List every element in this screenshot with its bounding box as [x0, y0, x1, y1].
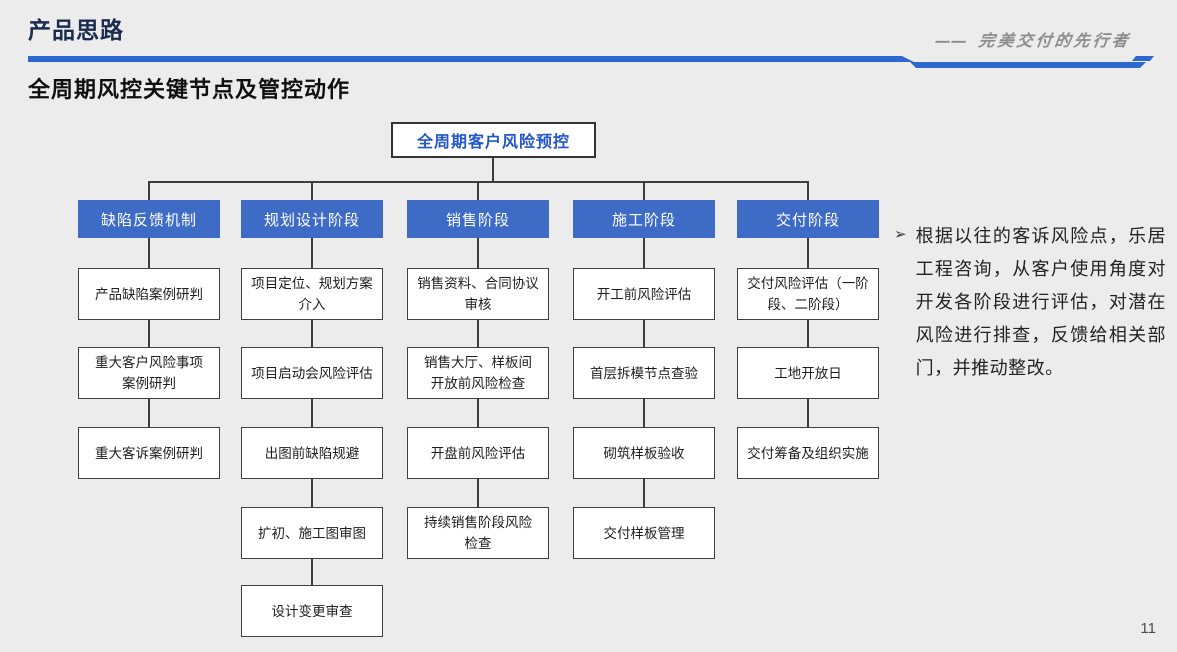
connector-root-vertical [492, 158, 494, 182]
section-title: 全周期风控关键节点及管控动作 [28, 77, 351, 102]
flowchart-node: 首层拆模节点查验 [573, 347, 715, 399]
flowchart-node: 销售资料、合同协议 审核 [407, 268, 549, 320]
flowchart-node: 交付筹备及组织实施 [737, 427, 879, 479]
stage-header-construction: 施工阶段 [573, 200, 715, 238]
flowchart-node: 砌筑样板验收 [573, 427, 715, 479]
side-note-text: 根据以往的客诉风险点，乐居工程咨询，从客户使用角度对开发各阶段进行评估，对潜在风… [915, 226, 1166, 378]
flowchart-node: 开盘前风险评估 [407, 427, 549, 479]
flowchart-node: 重大客诉案例研判 [78, 427, 220, 479]
flowchart-node: 项目启动会风险评估 [241, 347, 383, 399]
stage-header-sales: 销售阶段 [407, 200, 549, 238]
brand-slogan: —— 完美交付的先行者 [933, 27, 1132, 51]
flowchart-node: 产品缺陷案例研判 [78, 268, 220, 320]
flowchart-node: 工地开放日 [737, 347, 879, 399]
flowchart-root-node: 全周期客户风险预控 [391, 122, 596, 158]
page-title: 产品思路 [28, 17, 124, 43]
stage-header-planning-design: 规划设计阶段 [241, 200, 383, 238]
side-note: ➢ 根据以往的客诉风险点，乐居工程咨询，从客户使用角度对开发各阶段进行评估，对潜… [894, 220, 1166, 385]
stage-header-defect-feedback: 缺陷反馈机制 [78, 200, 220, 238]
page-number: 11 [1140, 620, 1156, 637]
flowchart-node: 项目定位、规划方案 介入 [241, 268, 383, 320]
flowchart-node: 重大客户风险事项 案例研判 [78, 347, 220, 399]
brand-text: 完美交付的先行者 [977, 31, 1133, 50]
stage-header-delivery: 交付阶段 [737, 200, 879, 238]
flowchart-node: 销售大厅、样板间 开放前风险检查 [407, 347, 549, 399]
arrow-bullet-icon: ➢ [894, 226, 907, 243]
brand-dash: —— [933, 31, 969, 50]
flowchart-node: 交付风险评估（一阶 段、二阶段） [737, 268, 879, 320]
header-rule-swoosh [28, 56, 1154, 68]
flowchart-node: 出图前缺陷规避 [241, 427, 383, 479]
flowchart-node: 扩初、施工图审图 [241, 507, 383, 559]
flowchart-node: 交付样板管理 [573, 507, 715, 559]
flowchart-node: 设计变更审查 [241, 585, 383, 637]
flowchart-node: 开工前风险评估 [573, 268, 715, 320]
flowchart-node: 持续销售阶段风险 检查 [407, 507, 549, 559]
